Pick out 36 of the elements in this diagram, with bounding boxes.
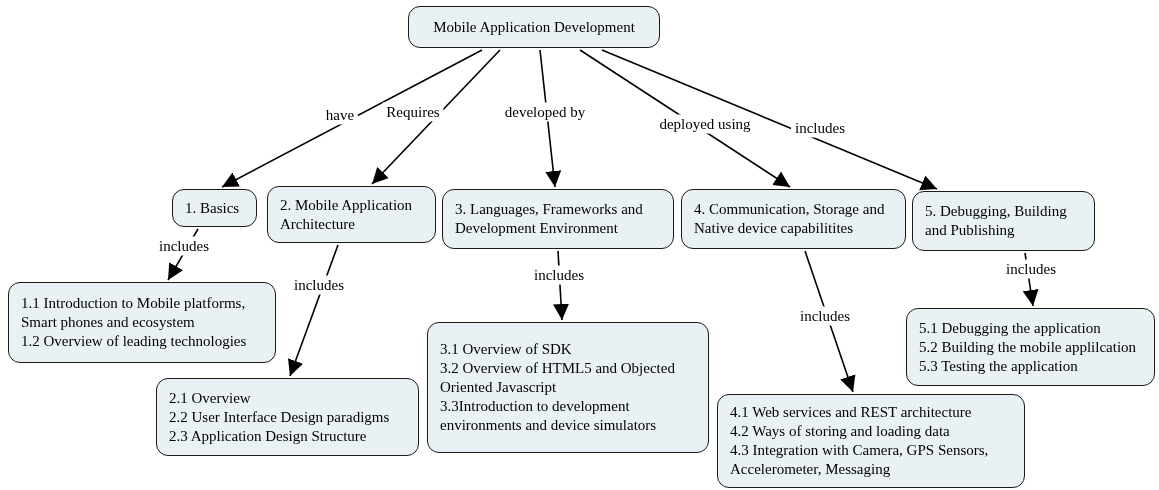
concept-box <box>8 282 276 363</box>
concept-box <box>172 189 257 227</box>
concept-text: 1.1 Introduction to Mobile platforms, Smart phones and ecosystem <box>21 294 247 332</box>
edge-label: Requires <box>382 102 444 122</box>
concept-box <box>427 322 709 453</box>
concept-text: 5. Debugging, Building and Publishing <box>925 202 1068 240</box>
concept-text: 4.3 Integration with Camera, GPS Sensors, Accelerometer, Messaging <box>730 441 990 479</box>
arrow <box>804 250 856 393</box>
concept-box <box>681 189 906 249</box>
concept-text: 5.2 Building the mobile applilcation <box>919 337 1138 357</box>
arrow <box>601 49 938 191</box>
concept-text: 4.1 Web services and REST architecture <box>730 403 973 422</box>
concept-text: Mobile Application Development <box>433 17 635 37</box>
concept-text: 3.2 Overview of HTML5 and Objected Oriented Javascript <box>440 359 676 397</box>
concept-box <box>442 189 674 249</box>
concept-box <box>717 394 1025 488</box>
concept-text: 3.3Introduction to development environments and device simulators <box>440 397 658 435</box>
concept-text: 4.2 Ways of storing and loading data <box>730 422 951 441</box>
concept-text: 2.1 Overview <box>169 388 252 408</box>
concept-text: 2.3 Application Design Structure <box>169 426 368 446</box>
concept-text: 5.3 Testing the application <box>919 356 1079 376</box>
concept-box <box>906 308 1155 386</box>
concept-box <box>267 186 436 243</box>
concept-box <box>408 6 660 48</box>
concept-text: 1. Basics <box>185 198 241 218</box>
concept-text: 1.2 Overview of leading technologies <box>21 332 248 351</box>
concept-text: 2.2 User Interface Design paradigms <box>169 407 391 427</box>
arrow <box>371 49 501 185</box>
concept-text: 3. Languages, Frameworks and Development Environment <box>455 200 644 238</box>
arrow <box>221 49 483 188</box>
concept-text: 4. Communication, Storage and Native device capabilitites <box>694 200 886 238</box>
concept-text: 5.1 Debugging the application <box>919 318 1102 338</box>
concept-box <box>156 378 419 456</box>
concept-box <box>912 191 1095 251</box>
concept-text: 3.1 Overview of SDK <box>440 340 573 359</box>
concept-text: 2. Mobile Application Architecture <box>280 195 414 234</box>
